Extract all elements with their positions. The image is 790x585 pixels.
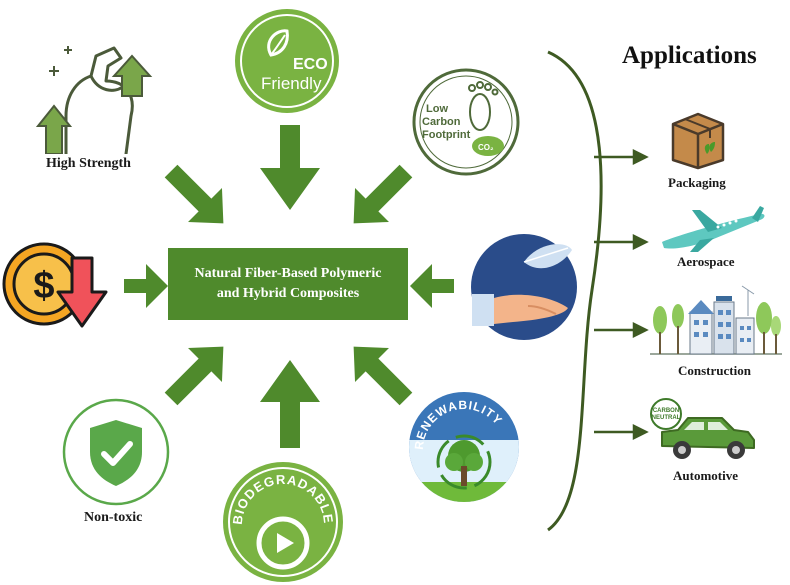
carbon-neutral-line2: NEUTRAL	[652, 415, 681, 421]
construction-label: Construction	[678, 363, 751, 378]
co2-label: CO₂	[478, 143, 494, 152]
applications-title: Applications	[622, 42, 757, 69]
eco-friendly-icon: ECO Friendly	[235, 9, 339, 113]
arrow-top-left	[164, 164, 224, 224]
flexed-arm-icon	[36, 46, 153, 154]
dollar-sign: $	[33, 265, 54, 307]
friendly-label: Friendly	[261, 74, 322, 93]
airplane-icon	[662, 206, 765, 252]
eco-label: ECO	[293, 56, 328, 73]
high-strength-label: High Strength	[46, 156, 131, 171]
cost-reduction-icon: $	[2, 242, 108, 328]
cardboard-box-icon	[671, 112, 725, 170]
car-icon: CARBON NEUTRAL	[650, 398, 755, 459]
central-concept-box: Natural Fiber-Based Polymeric and Hybrid…	[168, 248, 408, 320]
center-title-line2: and Hybrid Composites	[216, 286, 360, 301]
biodegradable-icon: BIODEGRADABLE	[223, 462, 343, 582]
footprint-icon: Low Carbon Footprint CO₂	[412, 68, 520, 176]
arrow-top-right	[353, 164, 413, 224]
buildings-icon	[650, 285, 782, 355]
aerospace-label: Aerospace	[677, 254, 735, 269]
arrow-bottom-right	[353, 346, 413, 406]
arrow-bottom-left	[164, 346, 224, 406]
shield-check-icon	[62, 398, 170, 506]
renewability-icon: RENEWABILITY	[409, 392, 519, 502]
low-label: Low	[426, 103, 448, 115]
arrow-top	[260, 125, 320, 210]
arrow-right	[410, 264, 454, 308]
arrow-bottom	[260, 360, 320, 448]
carbon-neutral-line1: CARBON	[653, 408, 679, 414]
footprint-label: Footprint	[422, 129, 471, 141]
automotive-label: Automotive	[673, 468, 738, 483]
non-toxic-label: Non-toxic	[84, 510, 143, 525]
packaging-label: Packaging	[668, 175, 726, 190]
carbon-label: Carbon	[422, 116, 461, 128]
arrow-left	[124, 264, 168, 308]
skin-friendly-icon	[471, 234, 577, 340]
center-title-line1: Natural Fiber-Based Polymeric	[194, 266, 382, 281]
